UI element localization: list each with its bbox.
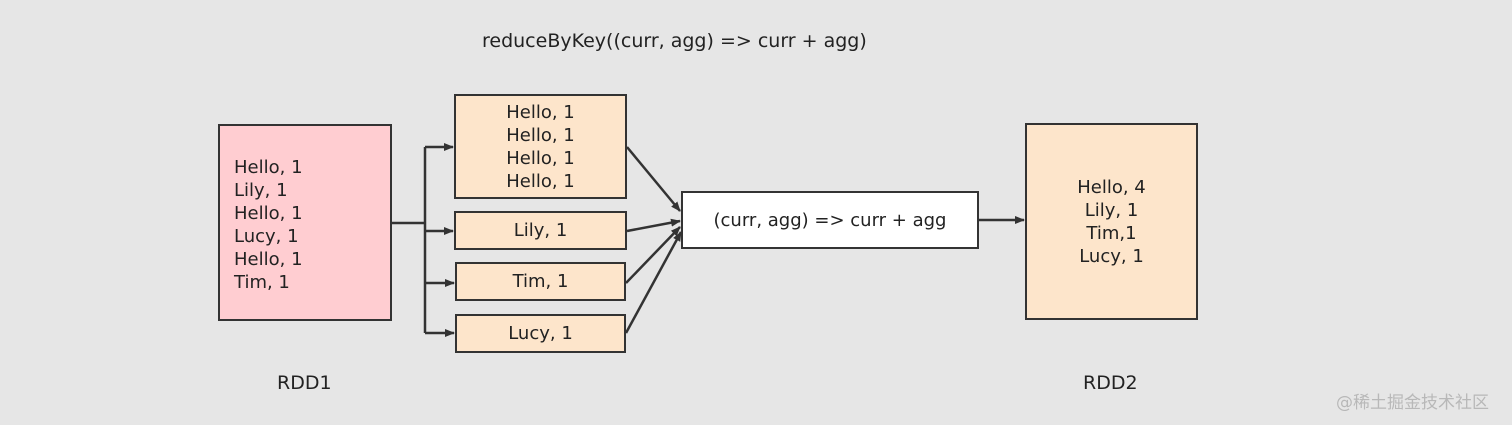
group-line: Hello, 1	[506, 101, 575, 123]
rdd2-line: Lily, 1	[1084, 200, 1139, 221]
diagram-title: reduceByKey((curr, agg) => curr + agg)	[482, 30, 867, 52]
rdd2-box: Hello, 4 Lily, 1 Tim,1 Lucy, 1	[1025, 123, 1198, 320]
group-line: Lucy, 1	[508, 323, 573, 344]
rdd1-line: Lucy, 1	[234, 226, 299, 247]
rdd1-label: RDD1	[277, 372, 332, 394]
watermark: @稀土掘金技术社区	[1336, 393, 1489, 413]
group-box-tim: Tim, 1	[455, 262, 626, 301]
group-box-lucy: Lucy, 1	[455, 314, 626, 353]
group-line: Hello, 1	[506, 124, 575, 146]
rdd1-line: Lily, 1	[234, 180, 288, 201]
rdd1-line: Tim, 1	[234, 272, 290, 293]
arrow-hello-to-function	[626, 146, 681, 212]
rdd1-line: Hello, 1	[234, 203, 303, 224]
rdd2-line: Tim,1	[1086, 223, 1137, 244]
rdd2-line: Hello, 4	[1077, 177, 1146, 198]
rdd1-line: Hello, 1	[234, 249, 303, 270]
rdd1-line: Hello, 1	[234, 157, 303, 178]
arrow-tim-to-function	[625, 226, 681, 284]
group-line: Hello, 1	[506, 170, 575, 192]
group-line: Hello, 1	[506, 147, 575, 169]
reduce-function-text: (curr, agg) => curr + agg	[713, 209, 947, 231]
reduce-function-box: (curr, agg) => curr + agg	[681, 191, 979, 249]
group-box-hello: Hello, 1 Hello, 1 Hello, 1 Hello, 1	[454, 94, 627, 199]
rdd2-label: RDD2	[1083, 372, 1138, 394]
rdd1-box: Hello, 1 Lily, 1 Hello, 1 Lucy, 1 Hello,…	[218, 124, 392, 321]
arrow-lucy-to-function	[624, 231, 683, 334]
rdd2-line: Lucy, 1	[1079, 246, 1144, 267]
group-line: Lily, 1	[513, 220, 568, 241]
group-box-lily: Lily, 1	[454, 211, 627, 250]
arrow-lily-to-function	[626, 218, 681, 233]
group-line: Tim, 1	[512, 271, 569, 292]
